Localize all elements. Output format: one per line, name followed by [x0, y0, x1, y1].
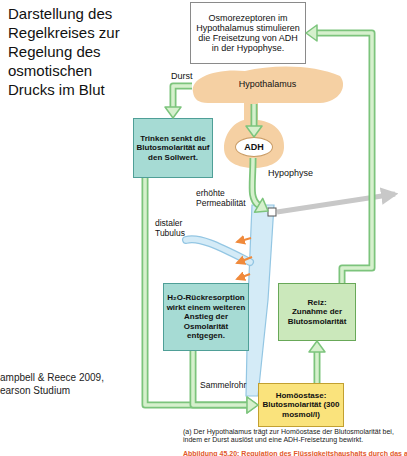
hypothalamus-region: Hypothalamus [190, 62, 345, 104]
feedback-arrow [306, 25, 372, 283]
figure-number-caption: Abbildung 45.20: Regulation des Flüssigk… [183, 450, 407, 456]
arrow-fill [145, 178, 248, 405]
diagram-title: Darstellung des Regelkreises zur Regelun… [8, 4, 133, 99]
process-box: Trinken senkt die Blutosmolarität auf de… [133, 118, 213, 178]
node-text: Homöostase: [276, 391, 327, 401]
source-credit: ampbell & Reece 2009, earson Studium [0, 371, 122, 397]
node-text: Trinken senkt die Blutosmolarität auf de… [136, 134, 210, 163]
arrow-fill [173, 86, 192, 108]
hormone-ellipse: ADH [235, 137, 273, 157]
feedback-arrow [165, 86, 192, 118]
info-box: Osmorezeptoren im Hypothalamus stimulier… [190, 2, 306, 64]
collecting-duct [246, 205, 274, 396]
arrow-head [306, 25, 317, 41]
water-flow-arrow [237, 238, 251, 242]
node-text: Reiz: [307, 298, 326, 308]
arrow-fill [315, 351, 319, 383]
water-flow-arrow [237, 257, 252, 263]
arrow-outline [173, 86, 192, 108]
process-box: H₂O-Rückresorption wirkt einem weiteren … [163, 283, 249, 351]
water-flow-arrow [237, 274, 250, 279]
node-text: H₂O-Rückresorption wirkt einem weiteren … [166, 293, 246, 341]
region-shape [224, 100, 284, 168]
distal-tubule-lumen [186, 239, 250, 262]
feedback-arrow [193, 351, 258, 413]
zoom-pointer-arrow [277, 194, 395, 212]
arrow-fill [316, 33, 372, 283]
figure-caption: (a) Der Hypothalamus trägt zur Homöostas… [183, 428, 405, 443]
arrow-head [247, 397, 258, 413]
feedback-arrow [145, 178, 258, 413]
node-body-text: Blutosmolarität (300 mosmol/l) [261, 400, 341, 419]
arrow-head [165, 107, 181, 118]
structure-label: Sammelrohr [200, 380, 246, 390]
arrow-outline [314, 351, 321, 383]
node-text: Osmorezeptoren im Hypothalamus stimulier… [194, 13, 302, 53]
node-text: ADH [244, 142, 264, 152]
arrow-outline [145, 178, 248, 405]
stimulus-box: Reiz:Zunahme der Blutosmolarität [278, 283, 356, 341]
arrow-outline [193, 351, 248, 405]
node-body-text: Zunahme der Blutosmolarität [281, 307, 353, 326]
adh-arrow-head [255, 198, 269, 212]
region-outline [222, 100, 286, 168]
edge-label: Durst [171, 71, 193, 81]
detail-marker-square [268, 208, 276, 216]
arrow-head [309, 341, 325, 352]
node-text: Hypothalamus [239, 79, 297, 89]
node-text: Hypophyse [268, 168, 313, 178]
arrow-fill [193, 351, 248, 405]
annotation-text: erhöhte Permeabilität [196, 188, 256, 208]
distal-tubule-wall [186, 239, 250, 262]
region-shape [193, 67, 343, 103]
homeostasis-box: Homöostase:Blutosmolarität (300 mosmol/l… [258, 383, 344, 427]
arrow-head [247, 397, 258, 413]
feedback-arrow [309, 341, 325, 383]
structure-label: distaler Tubulus [155, 218, 199, 238]
hypophysis-region: HypophyseADH [222, 100, 286, 168]
arrow-outline [316, 33, 372, 283]
